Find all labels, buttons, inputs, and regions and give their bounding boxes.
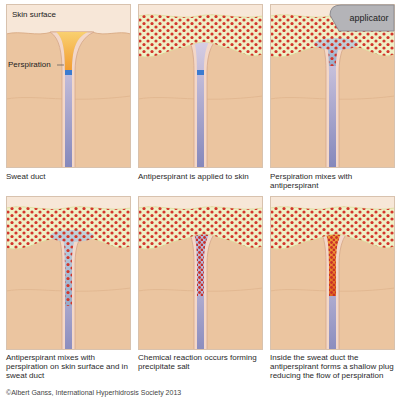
part-label: Perspiration: [8, 60, 60, 69]
step-caption: Sweat duct: [6, 172, 131, 181]
precipitate-panel: [138, 196, 263, 350]
copyright-note: ©Albert Ganss, International Hyperhidros…: [6, 389, 181, 397]
step-caption: Perspiration mixes with antiperspirant: [270, 172, 395, 190]
step-caption: Chemical reaction occurs forming precipi…: [138, 353, 263, 371]
step-caption: Antiperspirant mixes with perspiration o…: [6, 353, 131, 381]
step-caption: Inside the sweat duct the antiperspirant…: [270, 353, 395, 381]
duct-mixing-panel: [6, 196, 131, 350]
application-panel: [138, 4, 263, 168]
sweat-duct-panel: [6, 4, 131, 168]
applicator-shape: applicator: [329, 4, 395, 32]
step-caption: Antiperspirant is applied to skin: [138, 172, 263, 181]
plug-panel: [270, 196, 395, 350]
applicator-label: applicator: [343, 13, 395, 23]
region-label: Skin surface: [12, 10, 112, 19]
